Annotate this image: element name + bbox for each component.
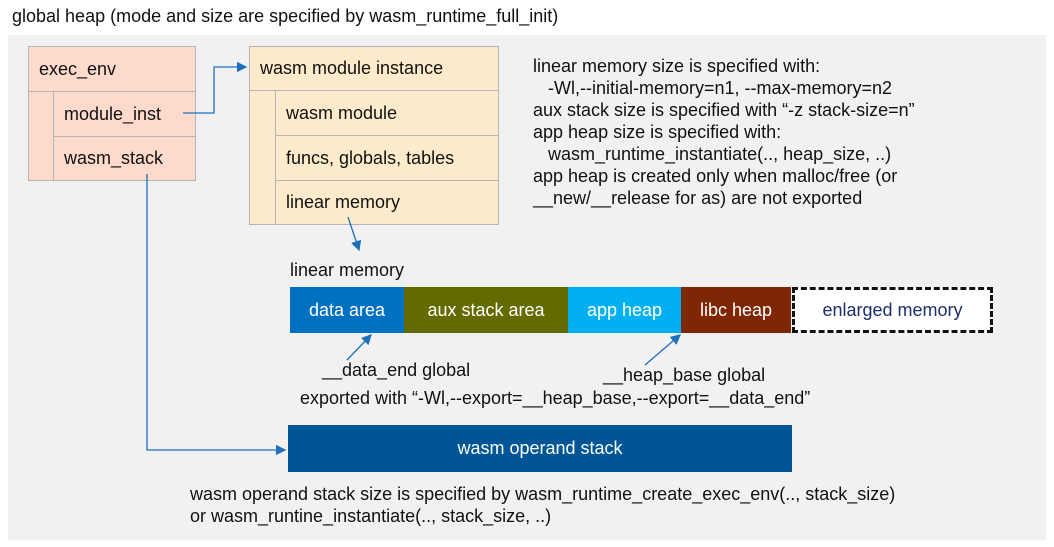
note-line: app heap is created only when malloc/fre… — [533, 166, 898, 186]
module-instance-header: wasm module instance — [249, 46, 499, 91]
arrow-module-inst — [183, 61, 248, 114]
exec-env-indent — [28, 91, 54, 181]
note-line: wasm operand stack size is specified by … — [190, 484, 896, 504]
module-field-linear-memory: linear memory — [275, 180, 499, 225]
module-field-funcs: funcs, globals, tables — [275, 135, 499, 181]
heap-base-annotation: __heap_base global — [603, 365, 766, 385]
export-annotation: exported with “-Wl,--export=__heap_base,… — [300, 388, 811, 408]
note-line: app heap size is specified with: — [533, 122, 782, 142]
segment-enlarged-memory: enlarged memory — [792, 287, 993, 333]
note-line: wasm_runtime_instantiate(.., heap_size, … — [533, 144, 892, 164]
exec-env-field-wasm-stack: wasm_stack — [53, 136, 196, 181]
diagram-title: global heap (mode and size are specified… — [12, 6, 559, 26]
arrow-heap-base — [644, 334, 681, 366]
segment-app-heap: app heap — [568, 287, 681, 333]
arrow-linear-memory — [347, 216, 362, 252]
exec-env-field-module-inst: module_inst — [53, 91, 196, 137]
arrow-wasm-stack — [146, 174, 287, 456]
note-line: aux stack size is specified with “-z sta… — [533, 100, 915, 120]
exec-env-header: exec_env — [28, 46, 196, 92]
size-notes: linear memory size is specified with: -W… — [533, 55, 915, 209]
note-line: __new/__release for as) are not exported — [533, 188, 863, 208]
data-end-annotation: __data_end global — [322, 360, 471, 380]
bottom-notes: wasm operand stack size is specified by … — [190, 483, 895, 527]
segment-data-area: data area — [290, 287, 404, 333]
arrow-data-end — [346, 334, 372, 361]
segment-libc-heap: libc heap — [681, 287, 791, 333]
note-line: or wasm_runtine_instantiate(.., stack_si… — [190, 506, 552, 526]
note-line: linear memory size is specified with: — [533, 56, 821, 76]
segment-aux-stack-area: aux stack area — [404, 287, 568, 333]
linear-memory-label: linear memory — [290, 260, 405, 280]
wasm-operand-stack: wasm operand stack — [288, 425, 792, 472]
note-line: -Wl,--initial-memory=n1, --max-memory=n2 — [533, 78, 893, 98]
